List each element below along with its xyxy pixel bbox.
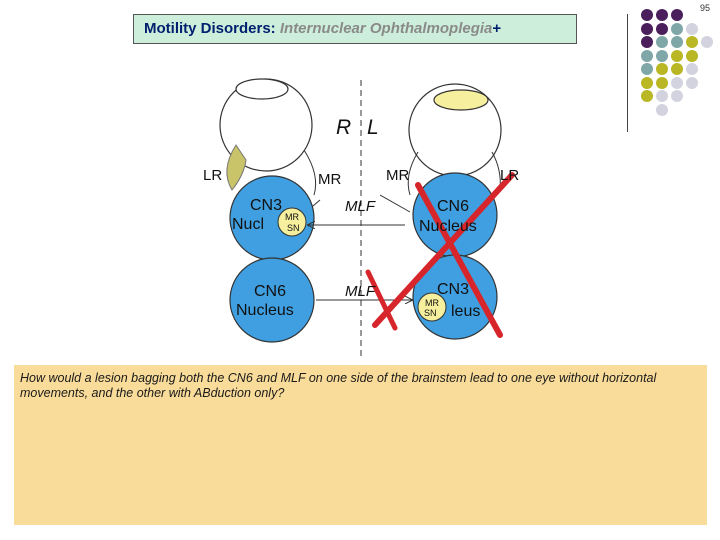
dot bbox=[656, 77, 668, 89]
right-eye bbox=[219, 78, 317, 196]
lateral-rectus-muscle bbox=[226, 144, 247, 191]
mr-label-right-eye: MR bbox=[318, 171, 342, 188]
lesion-mark-small bbox=[365, 269, 398, 331]
cn6-right-line1: CN6 bbox=[254, 283, 287, 300]
dot bbox=[671, 50, 683, 62]
mlf-label-upper: MLF bbox=[345, 198, 375, 215]
dot bbox=[656, 104, 668, 116]
mr-subnucleus-right bbox=[277, 207, 307, 237]
dot bbox=[656, 23, 668, 35]
dot bbox=[641, 63, 653, 75]
dot bbox=[671, 23, 683, 35]
page-number: 95 bbox=[699, 3, 710, 13]
cn6-nucleus-right bbox=[229, 257, 315, 343]
cn6-left-line2: Nucleus bbox=[419, 218, 477, 235]
lesion-mark-large bbox=[372, 172, 515, 338]
lr-label-left-eye: LR bbox=[500, 167, 520, 184]
mr-sub-right-bottom: SN bbox=[287, 223, 300, 233]
ino-diagram: R L LR MR MR LR MLF MLF CN3 Nucl MR SN C… bbox=[203, 78, 520, 360]
dot bbox=[686, 77, 698, 89]
title-banner: Motility Disorders: Internuclear Ophthal… bbox=[133, 14, 577, 44]
medial-rectus-muscle bbox=[303, 149, 317, 196]
cornea bbox=[433, 89, 489, 111]
corner-divider-line bbox=[627, 14, 628, 132]
cn6-right-line2: Nucleus bbox=[236, 302, 294, 319]
dot bbox=[656, 90, 668, 102]
title-subtitle: Internuclear Ophthalmoplegia bbox=[279, 20, 493, 37]
mr-sub-right-top: MR bbox=[285, 212, 299, 222]
cn3-right-line2: Nucl bbox=[232, 216, 265, 233]
mr-sub-left-top: MR bbox=[425, 298, 439, 308]
title-plus: + bbox=[492, 20, 502, 37]
title-main: Motility Disorders: bbox=[144, 20, 276, 37]
cn3-left-line2: leus bbox=[451, 303, 481, 320]
cn6-nerve-right bbox=[379, 194, 411, 213]
mr-label-left-eye: MR bbox=[386, 167, 410, 184]
mr-subnucleus-left bbox=[417, 292, 447, 322]
side-label-left: L bbox=[367, 116, 379, 139]
dot bbox=[686, 23, 698, 35]
diagram-graphics bbox=[219, 78, 515, 360]
cn3-left-line1: CN3 bbox=[437, 281, 470, 298]
cn3-right-line1: CN3 bbox=[250, 197, 283, 214]
dot bbox=[686, 63, 698, 75]
dot bbox=[671, 77, 683, 89]
medial-rectus-muscle bbox=[407, 151, 419, 196]
question-text: How would a lesion bagging both the CN6 … bbox=[20, 371, 657, 400]
lr-label-right-eye: LR bbox=[203, 167, 223, 184]
mr-sub-left-bottom: SN bbox=[424, 308, 437, 318]
dot bbox=[656, 9, 668, 21]
dot bbox=[701, 36, 713, 48]
slide-title: Motility Disorders: Internuclear Ophthal… bbox=[144, 20, 501, 37]
dot bbox=[671, 9, 683, 21]
dot bbox=[671, 63, 683, 75]
mlf-label-lower: MLF bbox=[345, 283, 375, 300]
dot bbox=[671, 36, 683, 48]
dot bbox=[686, 50, 698, 62]
dot bbox=[641, 50, 653, 62]
cn6-left-line1: CN6 bbox=[437, 198, 470, 215]
dot bbox=[656, 50, 668, 62]
dot bbox=[656, 63, 668, 75]
dot bbox=[656, 36, 668, 48]
dot bbox=[641, 36, 653, 48]
side-label-right: R bbox=[336, 116, 352, 139]
dot bbox=[641, 90, 653, 102]
dot bbox=[671, 90, 683, 102]
question-box: How would a lesion bagging both the CN6 … bbox=[14, 365, 707, 525]
cornea bbox=[235, 78, 289, 100]
dot bbox=[686, 36, 698, 48]
dot bbox=[641, 9, 653, 21]
dot bbox=[641, 77, 653, 89]
dot bbox=[641, 23, 653, 35]
